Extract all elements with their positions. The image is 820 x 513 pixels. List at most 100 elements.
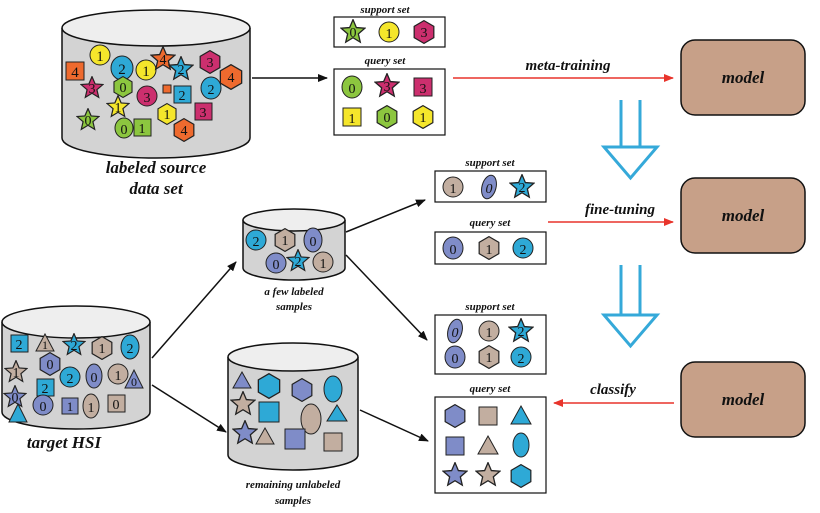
svg-text:3: 3 [420,82,427,97]
svg-text:2: 2 [16,338,23,353]
svg-text:2: 2 [179,89,186,104]
few-labeled-cylinder: 2 1 0 0 2 1 [242,208,346,281]
svg-text:4: 4 [228,71,235,86]
unlabeled-cylinder [227,342,359,471]
svg-text:3: 3 [207,56,214,71]
arrow-few-to-support-low [345,254,428,341]
svg-text:0: 0 [349,82,356,97]
svg-text:2: 2 [518,352,525,367]
svg-text:2: 2 [518,325,525,340]
svg-text:0: 0 [350,26,357,41]
svg-text:1: 1 [486,243,493,258]
svg-text:0: 0 [273,258,280,273]
svg-text:model: model [722,68,765,87]
svg-text:1: 1 [386,27,393,42]
svg-text:2: 2 [71,339,78,354]
query-set-low-items [442,404,532,488]
support-set-mid-items: 1 0 2 [442,174,535,200]
svg-text:1: 1 [139,122,146,137]
svg-text:2: 2 [127,342,134,357]
svg-text:2: 2 [253,235,260,250]
svg-text:0: 0 [47,358,54,373]
support-set-low-label: support set [464,301,515,313]
svg-text:1: 1 [96,49,104,65]
svg-text:0: 0 [486,182,493,197]
svg-text:0: 0 [131,375,137,389]
source-title-line2: data set [129,179,184,198]
svg-text:3: 3 [89,82,96,97]
svg-text:1: 1 [42,338,48,352]
model-box-1: model [680,39,806,116]
svg-text:4: 4 [71,65,79,81]
svg-text:model: model [722,206,765,225]
svg-text:3: 3 [144,91,151,106]
source-cylinder: 4 1 2 1 4 3 3 0 1 2 3 2 4 3 [61,9,251,159]
query-set-mid-items: 0 1 2 [442,236,534,260]
meta-training-label: meta-training [525,58,611,74]
svg-text:1: 1 [115,369,122,384]
svg-text:1: 1 [486,351,493,366]
svg-text:0: 0 [40,400,47,415]
svg-text:1: 1 [67,399,74,414]
svg-text:0: 0 [450,243,457,258]
svg-text:0: 0 [91,371,98,386]
svg-text:0: 0 [121,123,128,138]
arrow-few-to-support-mid [345,199,426,233]
svg-text:0: 0 [452,326,459,341]
svg-text:2: 2 [178,63,185,78]
svg-text:2: 2 [118,62,126,78]
target-cylinder: 2 1 2 1 2 1 0 2 0 1 0 2 0 0 [1,305,151,430]
svg-text:1: 1 [420,111,427,126]
arrow-target-to-few [151,261,237,359]
query-set-top-label: query set [365,55,407,67]
svg-text:2: 2 [295,255,302,270]
hollow-arrow-2 [600,265,661,349]
svg-text:2: 2 [42,382,49,397]
svg-text:1: 1 [349,112,356,127]
svg-text:1: 1 [142,64,150,80]
svg-text:1: 1 [282,234,289,249]
classify-label: classify [590,382,636,398]
svg-text:1: 1 [164,108,171,123]
arrow-unlabeled-to-query-low [359,409,429,442]
svg-text:0: 0 [452,352,459,367]
source-title-line1: labeled source [106,158,207,177]
svg-text:3: 3 [200,106,207,121]
target-title: target HSI [27,433,103,452]
svg-text:0: 0 [12,391,19,406]
query-set-low-label: query set [470,383,512,395]
few-labeled-line2: samples [275,301,312,313]
svg-text:4: 4 [160,53,167,68]
source-items: 4 1 2 1 4 3 3 0 1 2 3 2 4 3 [65,44,243,142]
svg-text:3: 3 [384,80,391,95]
svg-text:1: 1 [88,401,95,416]
svg-text:0: 0 [85,114,92,129]
few-labeled-line1: a few labeled [264,286,324,298]
unlabeled-line2: samples [274,495,311,507]
svg-text:1: 1 [320,257,327,272]
svg-text:1: 1 [450,182,457,197]
svg-text:0: 0 [310,235,317,250]
svg-text:model: model [722,390,765,409]
svg-text:1: 1 [13,366,20,381]
fine-tuning-label: fine-tuning [585,202,656,218]
svg-text:3: 3 [421,26,428,41]
svg-text:4: 4 [181,124,188,139]
support-set-mid-label: support set [464,157,515,169]
support-set-top-label: support set [359,4,410,16]
svg-text:2: 2 [520,243,527,258]
svg-text:1: 1 [99,342,106,357]
svg-text:1: 1 [486,326,493,341]
unlabeled-line1: remaining unlabeled [246,479,341,491]
svg-text:2: 2 [208,83,215,98]
svg-text:1: 1 [115,101,122,116]
query-set-top-items: 0 3 3 1 0 1 [341,73,434,129]
svg-text:2: 2 [519,181,526,196]
model-box-3: model [680,361,806,438]
support-set-low-items: 0 1 2 0 1 2 [444,318,534,369]
svg-text:0: 0 [384,111,391,126]
support-set-top-items: 0 1 3 [340,19,435,44]
svg-text:2: 2 [67,372,74,387]
svg-text:0: 0 [113,398,120,413]
